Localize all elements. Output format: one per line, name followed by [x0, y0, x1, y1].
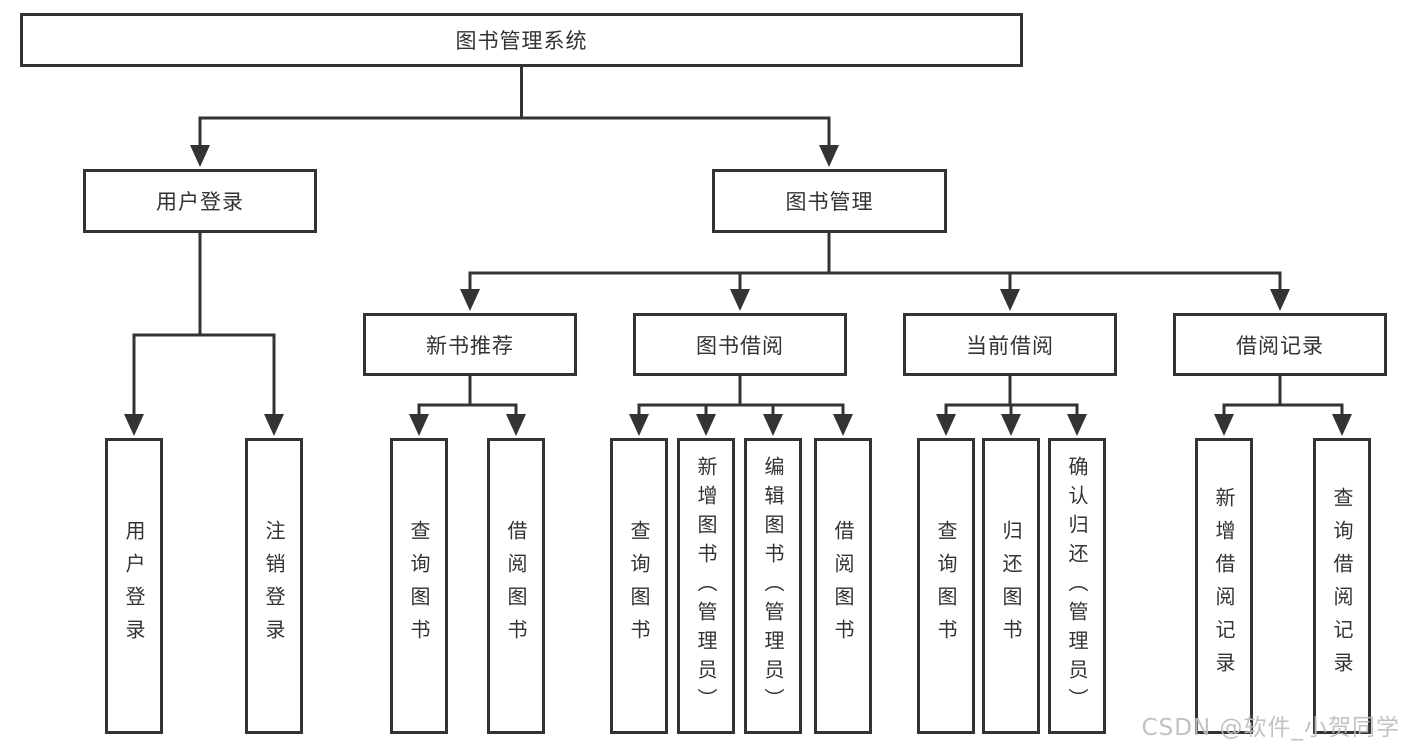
leaf-edit-books-admin: 编辑图书（管理员） — [744, 438, 802, 734]
arrowhead — [1214, 414, 1234, 436]
leaf-label: 查询图书 — [407, 520, 431, 652]
leaf-add-borrow-record: 新增借阅记录 — [1195, 438, 1253, 734]
leaf-add-books-admin: 新增图书（管理员） — [677, 438, 735, 734]
arrowhead — [1270, 289, 1290, 311]
connector-borrowing-to-leaves — [637, 376, 845, 416]
leaf-label: 借阅图书 — [831, 520, 855, 652]
node-new-book-recommend: 新书推荐 — [363, 313, 577, 376]
leaf-query-books-borrowing: 查询图书 — [610, 438, 668, 734]
node-label: 图书管理 — [785, 190, 874, 214]
node-user-login: 用户登录 — [83, 169, 317, 233]
node-borrowing-records: 借阅记录 — [1173, 313, 1387, 376]
node-label: 当前借阅 — [966, 333, 1054, 358]
node-book-borrowing: 图书借阅 — [633, 313, 847, 376]
leaf-label: 用户登录 — [122, 520, 146, 652]
arrowhead — [629, 414, 649, 436]
arrowhead — [409, 414, 429, 436]
leaf-label: 确认归还（管理员） — [1065, 455, 1089, 717]
node-label: 图书借阅 — [696, 333, 784, 358]
leaf-logout: 注销登录 — [245, 438, 303, 734]
arrowhead — [264, 414, 284, 436]
leaf-label: 借阅图书 — [504, 520, 528, 652]
leaf-user-login: 用户登录 — [105, 438, 163, 734]
leaf-label: 编辑图书（管理员） — [761, 455, 785, 717]
arrowhead — [696, 414, 716, 436]
node-current-borrowing: 当前借阅 — [903, 313, 1117, 376]
leaf-query-books-recommend: 查询图书 — [390, 438, 448, 734]
connector-root-to-level2 — [198, 67, 831, 147]
node-label: 新书推荐 — [426, 333, 514, 358]
leaf-label: 查询图书 — [934, 520, 958, 652]
arrowheads — [124, 145, 1352, 436]
leaf-confirm-return-admin: 确认归还（管理员） — [1048, 438, 1106, 734]
arrowhead — [1332, 414, 1352, 436]
arrowhead — [936, 414, 956, 436]
leaf-return-books: 归还图书 — [982, 438, 1040, 734]
node-book-management: 图书管理 — [712, 169, 947, 233]
arrowhead — [506, 414, 526, 436]
leaf-label: 新增借阅记录 — [1212, 487, 1236, 685]
arrowhead — [124, 414, 144, 436]
arrowhead — [1000, 289, 1020, 311]
leaf-borrow-books-borrowing: 借阅图书 — [814, 438, 872, 734]
connector-current-to-leaves — [944, 376, 1079, 416]
connector-records-to-leaves — [1222, 376, 1344, 416]
leaf-label: 注销登录 — [262, 520, 286, 652]
node-label: 用户登录 — [156, 190, 244, 214]
connector-userlogin-to-leaves — [132, 233, 276, 416]
arrowhead — [190, 145, 210, 167]
arrowhead — [730, 289, 750, 311]
arrowhead — [763, 414, 783, 436]
leaf-label: 查询图书 — [627, 520, 651, 652]
leaf-label: 查询借阅记录 — [1330, 487, 1354, 685]
node-label: 图书管理系统 — [455, 29, 588, 53]
arrowhead — [460, 289, 480, 311]
connector-bookmgmt-to-level3 — [468, 233, 1282, 291]
node-label: 借阅记录 — [1236, 333, 1324, 358]
leaf-label: 归还图书 — [999, 520, 1023, 652]
csdn-watermark: CSDN @软件_小贺同学 — [1141, 715, 1400, 741]
leaf-query-books-current: 查询图书 — [917, 438, 975, 734]
node-library-management-system: 图书管理系统 — [20, 13, 1023, 67]
arrowhead — [1067, 414, 1087, 436]
leaf-borrow-books-recommend: 借阅图书 — [487, 438, 545, 734]
arrowhead — [833, 414, 853, 436]
arrowhead — [819, 145, 839, 167]
connector-newbooks-to-leaves — [417, 376, 518, 416]
leaf-query-borrow-record: 查询借阅记录 — [1313, 438, 1371, 734]
leaf-label: 新增图书（管理员） — [694, 455, 718, 717]
arrowhead — [1001, 414, 1021, 436]
